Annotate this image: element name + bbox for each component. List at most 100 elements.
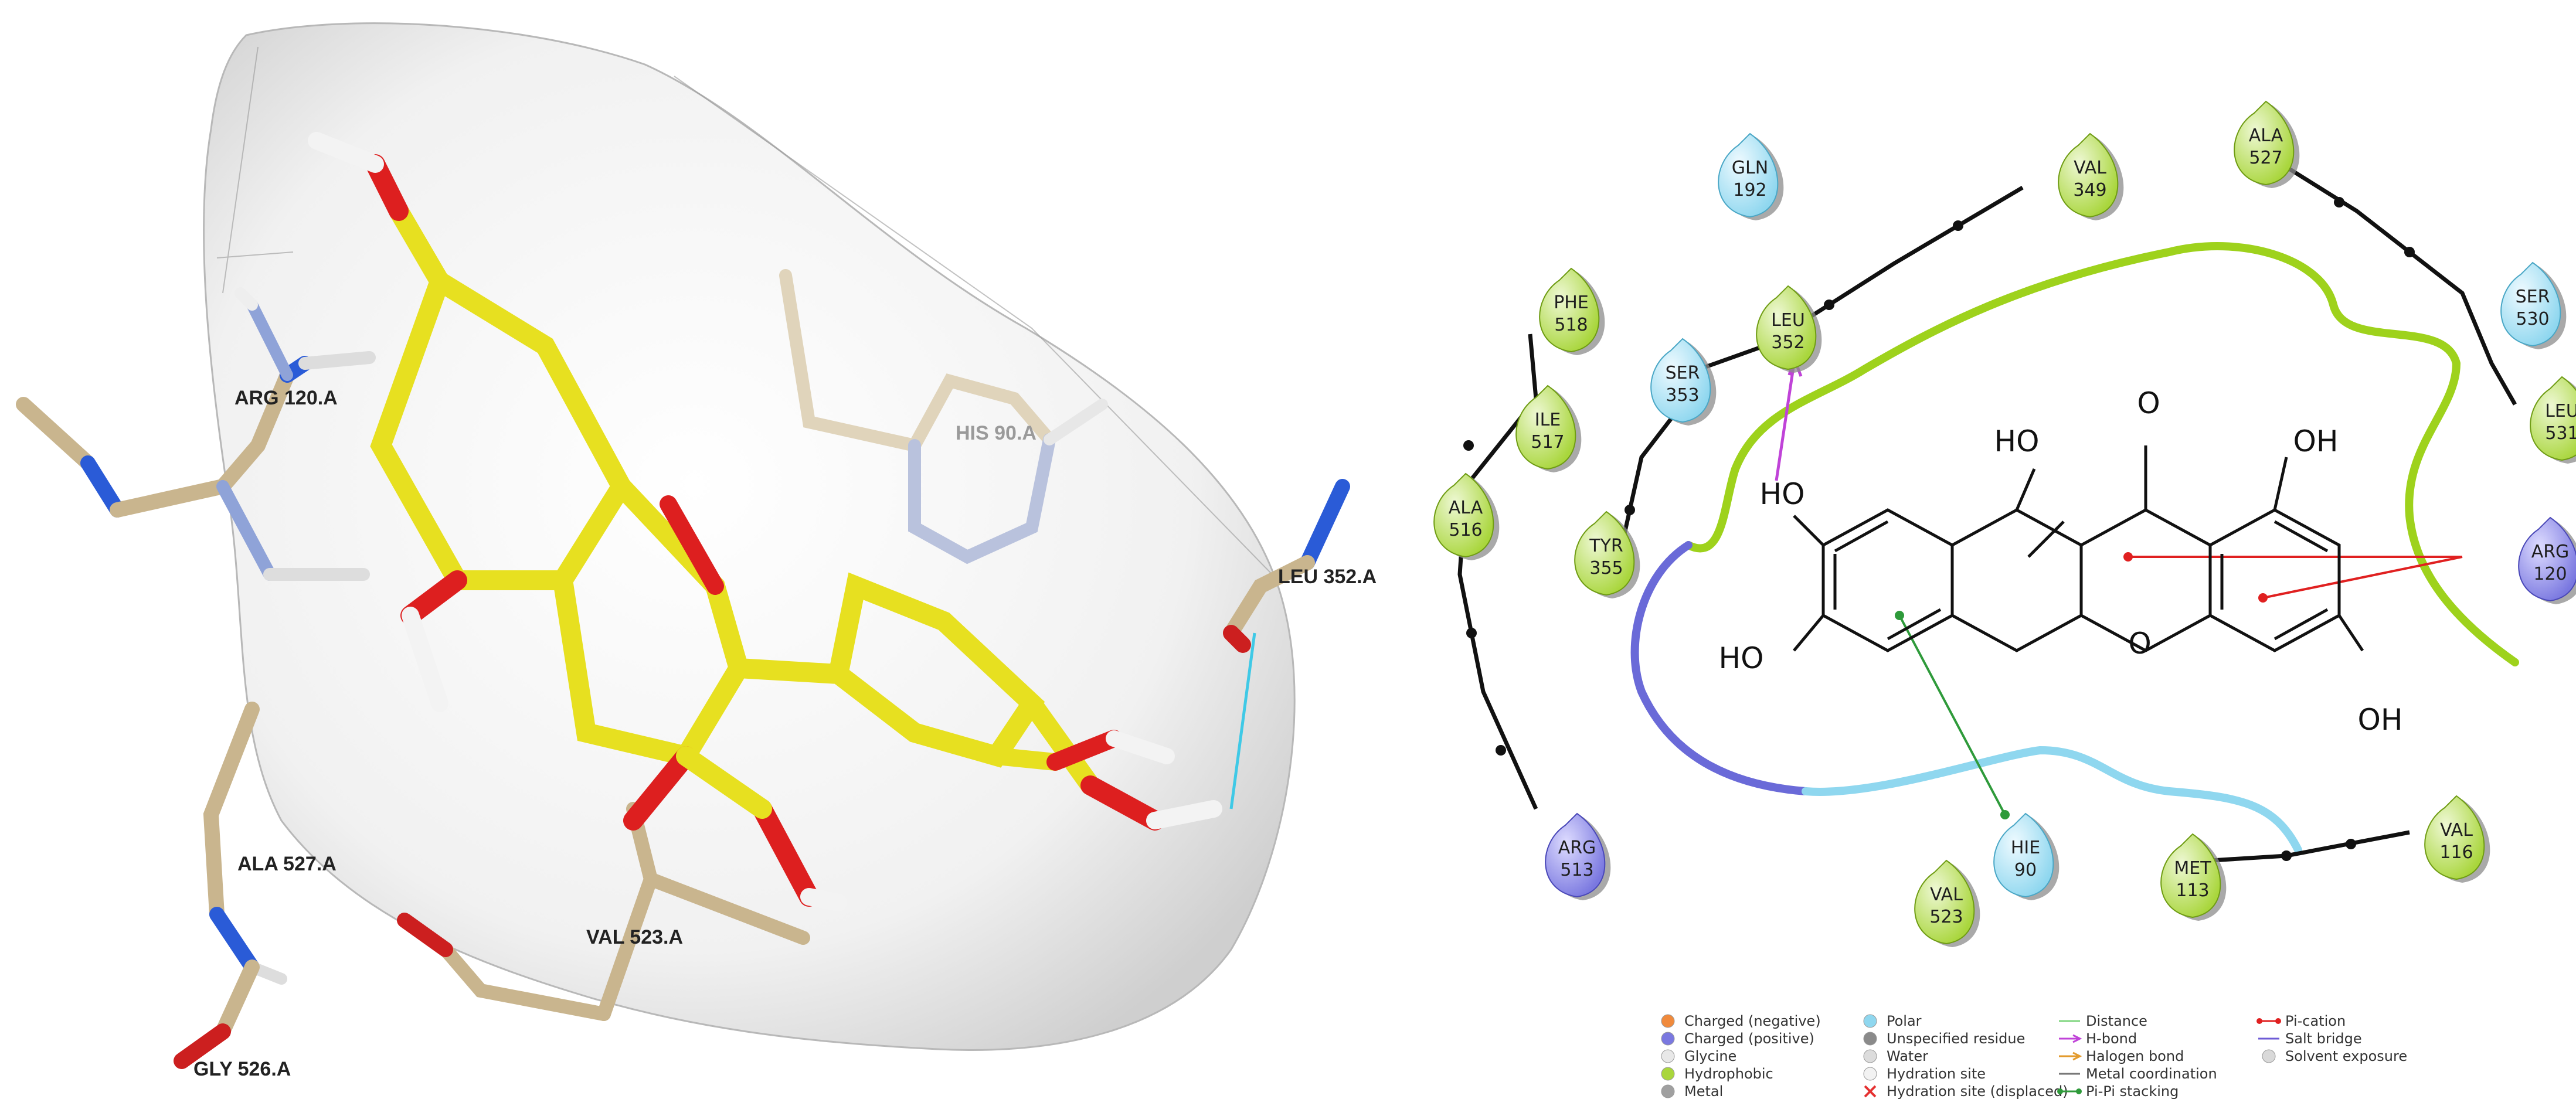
residue-number: 523 [1929,907,1963,927]
label-val-523: VAL 523.A [586,926,683,948]
atom-o-carbonyl: O [2137,386,2160,420]
backbone-chains [1457,151,2517,864]
residue-name: ARG [1558,838,1596,858]
atom-oh-top-right: OH [2293,424,2339,458]
residue-name: SER [2516,287,2550,307]
legend-symbol [1661,1084,1675,1098]
legend-item: Metal coordination [2059,1066,2217,1082]
interaction-lines [1775,352,2463,819]
label-ala-527: ALA 527.A [237,853,337,875]
legend-item: H-bond [2059,1030,2137,1047]
legend-item: Charged (negative) [1661,1013,1821,1029]
receptor-sticks [16,269,1350,1069]
legend-item: Salt bridge [2258,1030,2362,1047]
legend-label: Halogen bond [2086,1048,2184,1064]
residue-name: GLN [1732,158,1768,178]
surface-mesh-lines [216,46,1273,575]
legend-symbol [1863,1067,1877,1081]
legend-label: Pi-cation [2285,1013,2346,1029]
residue-name: HIE [2011,838,2040,858]
legend-label: Charged (positive) [1684,1030,1814,1047]
legend-symbol [1863,1014,1877,1028]
residue-name: ILE [1535,410,1561,430]
residue-name: ALA [2249,125,2283,146]
residue-name: LEU [2545,401,2576,421]
residue-number: 531 [2545,423,2576,444]
legend-label: Unspecified residue [1887,1030,2025,1047]
label-his-90: HIS 90.A [956,422,1036,444]
legend-item: Water [1863,1048,1928,1064]
residue-number: 516 [1449,520,1482,540]
right-2d-diagram: HO O OH HO HO O OH GLN192VAL349ALA527PHE… [1433,100,2576,1100]
legend-item: Pi-cation [2256,1013,2346,1029]
atom-ho-left-upper: HO [1760,477,1805,511]
legend-label: Salt bridge [2285,1030,2362,1047]
ligand-2d [1793,445,2364,652]
legend-item: Metal [1661,1083,1723,1100]
label-leu-352: LEU 352.A [1278,566,1377,588]
residue-number: 517 [1531,432,1564,452]
residue-name: TYR [1589,536,1623,556]
legend-label: Polar [1887,1013,1922,1029]
legend-label: Metal coordination [2086,1066,2217,1082]
label-arg-120: ARG 120.A [235,387,338,409]
residue-labels-3d: ARG 120.A HIS 90.A LEU 352.A ALA 527.A V… [193,387,1377,1080]
residue-number: 355 [1589,558,1623,579]
left-3d-view: ARG 120.A HIS 90.A LEU 352.A ALA 527.A V… [16,22,1377,1080]
legend-item: Pi-Pi stacking [2057,1083,2179,1100]
legend-symbol [1863,1049,1877,1063]
backbone-beads [1463,197,2415,861]
legend-label: Pi-Pi stacking [2086,1083,2179,1100]
ligand-atoms: HO O OH HO HO O OH [1719,386,2403,737]
residue-name: SER [1666,363,1700,383]
residue-name: LEU [1771,310,1805,331]
legend-item: Glycine [1661,1048,1736,1064]
residue-name: VAL [2440,820,2473,841]
label-gly-526: GLY 526.A [193,1058,291,1080]
residue-number: 527 [2249,148,2282,168]
legend-label: Glycine [1684,1048,1736,1064]
legend-symbol [1864,1085,1877,1098]
legend-symbol [1661,1067,1675,1081]
legend-item: Charged (positive) [1661,1030,1814,1047]
legend-item: Solvent exposure [2262,1048,2407,1064]
residue-number: 90 [2014,860,2037,880]
legend-label: Hydration site (displaced) [1887,1083,2068,1100]
legend-label: Water [1887,1048,1928,1064]
legend-symbol [1661,1014,1675,1028]
residue-number: 192 [1733,180,1766,200]
legend-label: Solvent exposure [2285,1048,2407,1064]
ligand-sticks [308,132,1222,911]
legend-item: Halogen bond [2059,1048,2184,1064]
legend-item: Polar [1863,1013,1922,1029]
legend-symbol [2059,1052,2082,1061]
atom-ho-top: HO [1994,424,2040,458]
legend-item: Hydration site (displaced) [1864,1083,2068,1100]
legend-item: Distance [2059,1013,2147,1029]
residue-number: 352 [1771,332,1804,353]
atom-ho-left-lower: HO [1719,641,1764,675]
legend-symbol [2057,1088,2082,1094]
legend-symbol [2256,1018,2281,1024]
legend-label: Charged (negative) [1684,1013,1821,1029]
legend-item: Hydrophobic [1661,1066,1773,1082]
residue-name: ALA [1449,498,1483,518]
residue-number: 113 [2176,880,2209,901]
residue-number: 120 [2533,564,2567,584]
residue-name: VAL [1930,884,1963,905]
hbond-line [1229,632,1256,809]
legend-symbol [1661,1049,1675,1063]
legend-item: Hydration site [1863,1066,1986,1082]
